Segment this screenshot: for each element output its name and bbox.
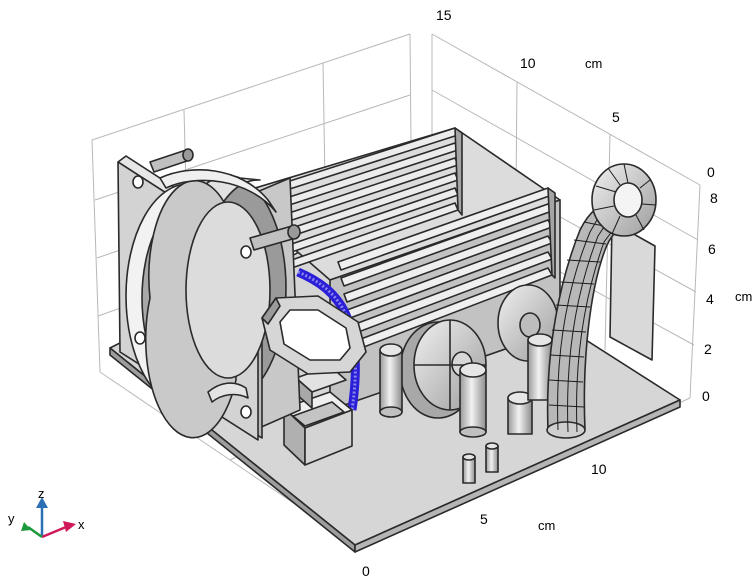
capacitor-1[interactable] — [379, 343, 403, 418]
x-unit-label: cm — [538, 518, 555, 533]
z-tick-6: 6 — [708, 241, 716, 257]
heatsink-front[interactable] — [337, 187, 556, 351]
z-axis-ticks: 8 6 4 cm 2 0 — [702, 190, 752, 404]
side-board[interactable] — [609, 221, 656, 361]
fan-bolt-bottom — [207, 382, 249, 403]
x-tick-5: 5 — [480, 511, 488, 527]
y-axis-ticks: 15 10 cm 5 0 — [436, 7, 715, 180]
capacitor-small-1[interactable] — [462, 453, 476, 484]
axis-triad: z x y — [8, 486, 85, 539]
y-tick-0: 0 — [707, 164, 715, 180]
y-unit-label: cm — [585, 56, 602, 71]
z-tick-8: 8 — [710, 190, 718, 206]
fan-bolt-side — [249, 224, 301, 251]
y-tick-15: 15 — [436, 7, 452, 23]
z-unit-label: cm — [735, 289, 752, 304]
y-tick-10: 10 — [520, 55, 536, 71]
z-tick-4: 4 — [706, 291, 714, 307]
capacitor-2[interactable] — [459, 362, 487, 438]
z-tick-2: 2 — [704, 341, 712, 357]
capacitor-small-2[interactable] — [485, 442, 499, 473]
inlet-duct[interactable] — [261, 295, 367, 375]
toroid-left[interactable] — [399, 319, 487, 419]
triad-x-label: x — [78, 517, 85, 532]
x-tick-0: 0 — [362, 563, 370, 579]
triad-z-label: z — [38, 486, 45, 501]
connector-block[interactable] — [283, 391, 353, 466]
x-tick-10: 10 — [591, 461, 607, 477]
power-cable[interactable] — [546, 163, 657, 439]
fan-assembly[interactable] — [117, 148, 301, 441]
capacitor-3[interactable] — [507, 391, 533, 435]
fan-bolt-top — [149, 148, 194, 173]
y-tick-5: 5 — [612, 109, 620, 125]
x-axis-ticks: 10 5 cm 0 — [362, 461, 607, 579]
triad-y-label: y — [8, 511, 15, 526]
z-tick-0: 0 — [702, 388, 710, 404]
